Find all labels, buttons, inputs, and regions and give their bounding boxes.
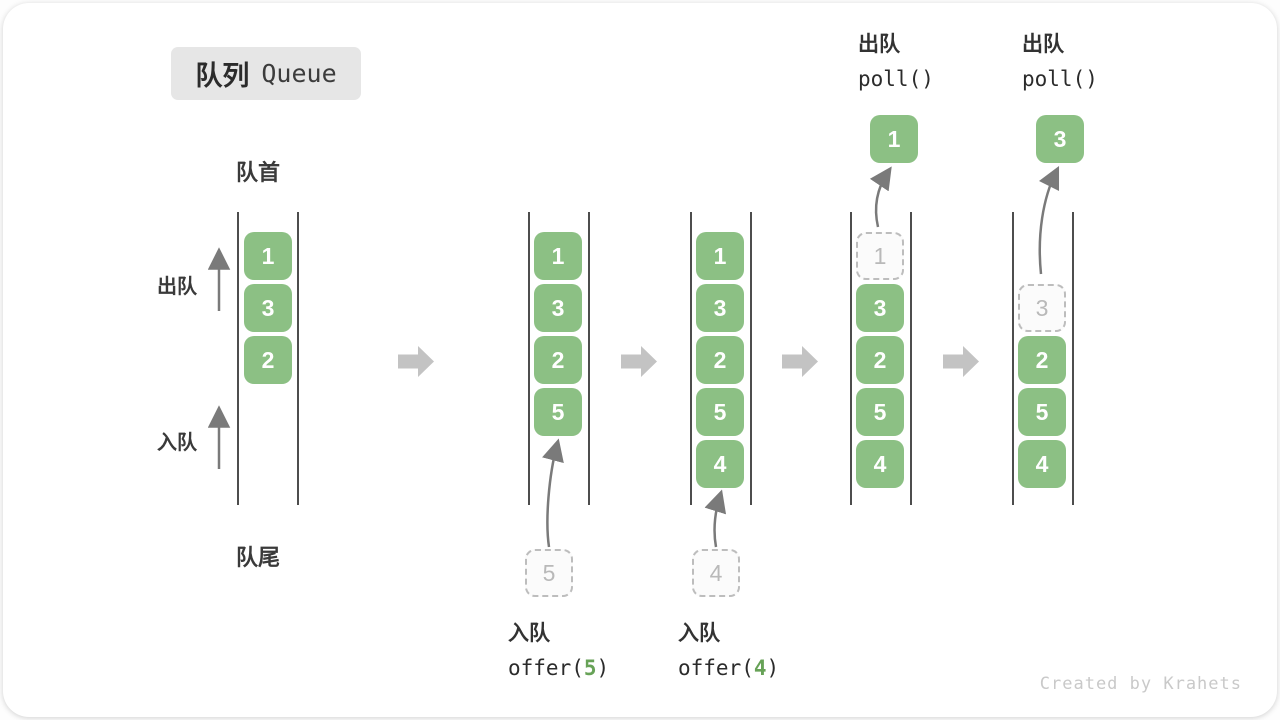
- label-enqueue: 入队: [157, 432, 197, 454]
- queue4-block: 2: [856, 336, 904, 384]
- watermark: Created by Krahets: [1039, 674, 1242, 694]
- queue2-block: 2: [534, 336, 582, 384]
- op-poll1-label: 出队: [858, 33, 900, 56]
- polled-element-3: 3: [1036, 115, 1084, 163]
- queue4-right-wall: [910, 212, 912, 505]
- queue1-block: 3: [244, 284, 292, 332]
- queue3-block: 5: [696, 388, 744, 436]
- queue3-block: 1: [696, 232, 744, 280]
- queue3-block: 3: [696, 284, 744, 332]
- op-offer5-label: 入队: [508, 622, 550, 645]
- incoming-element-5: 5: [525, 549, 573, 597]
- label-queue-rear: 队尾: [236, 545, 281, 570]
- title-badge: 队列 Queue: [171, 47, 361, 100]
- queue3-block: 4: [696, 440, 744, 488]
- queue4-block: 5: [856, 388, 904, 436]
- queue2-block: 1: [534, 232, 582, 280]
- op-offer5-code: offer(5): [508, 656, 610, 680]
- op-offer4-label: 入队: [678, 622, 720, 645]
- queue5-block: 4: [1018, 440, 1066, 488]
- label-dequeue: 出队: [157, 276, 197, 298]
- removed-slot-3: 3: [1018, 284, 1066, 332]
- queue4-block: 3: [856, 284, 904, 332]
- label-queue-front: 队首: [236, 160, 281, 185]
- queue4-block: 4: [856, 440, 904, 488]
- title-en: Queue: [261, 59, 337, 88]
- op-poll2: 出队 poll(): [1022, 28, 1098, 96]
- op-poll2-label: 出队: [1022, 33, 1064, 56]
- polled-element-1: 1: [870, 115, 918, 163]
- queue5-left-wall: [1012, 212, 1014, 505]
- queue4-left-wall: [850, 212, 852, 505]
- queue2-right-wall: [588, 212, 590, 505]
- op-poll1-code: poll(): [858, 67, 934, 91]
- title-zh: 队列: [195, 61, 250, 91]
- op-poll1: 出队 poll(): [858, 28, 934, 96]
- diagram-card: [3, 3, 1277, 717]
- op-offer5: 入队 offer(5): [508, 617, 609, 685]
- queue3-block: 2: [696, 336, 744, 384]
- queue1-block: 1: [244, 232, 292, 280]
- queue5-block: 2: [1018, 336, 1066, 384]
- queue1-left-wall: [237, 212, 239, 505]
- queue5-block: 5: [1018, 388, 1066, 436]
- queue1-block: 2: [244, 336, 292, 384]
- queue1-right-wall: [297, 212, 299, 505]
- queue2-block: 5: [534, 388, 582, 436]
- op-poll2-code: poll(): [1022, 67, 1098, 91]
- queue2-block: 3: [534, 284, 582, 332]
- queue2-left-wall: [528, 212, 530, 505]
- incoming-element-4: 4: [692, 549, 740, 597]
- removed-slot-1: 1: [856, 232, 904, 280]
- op-offer4: 入队 offer(4): [678, 617, 779, 685]
- queue3-right-wall: [750, 212, 752, 505]
- queue5-right-wall: [1072, 212, 1074, 505]
- queue3-left-wall: [690, 212, 692, 505]
- op-offer4-code: offer(4): [678, 656, 780, 680]
